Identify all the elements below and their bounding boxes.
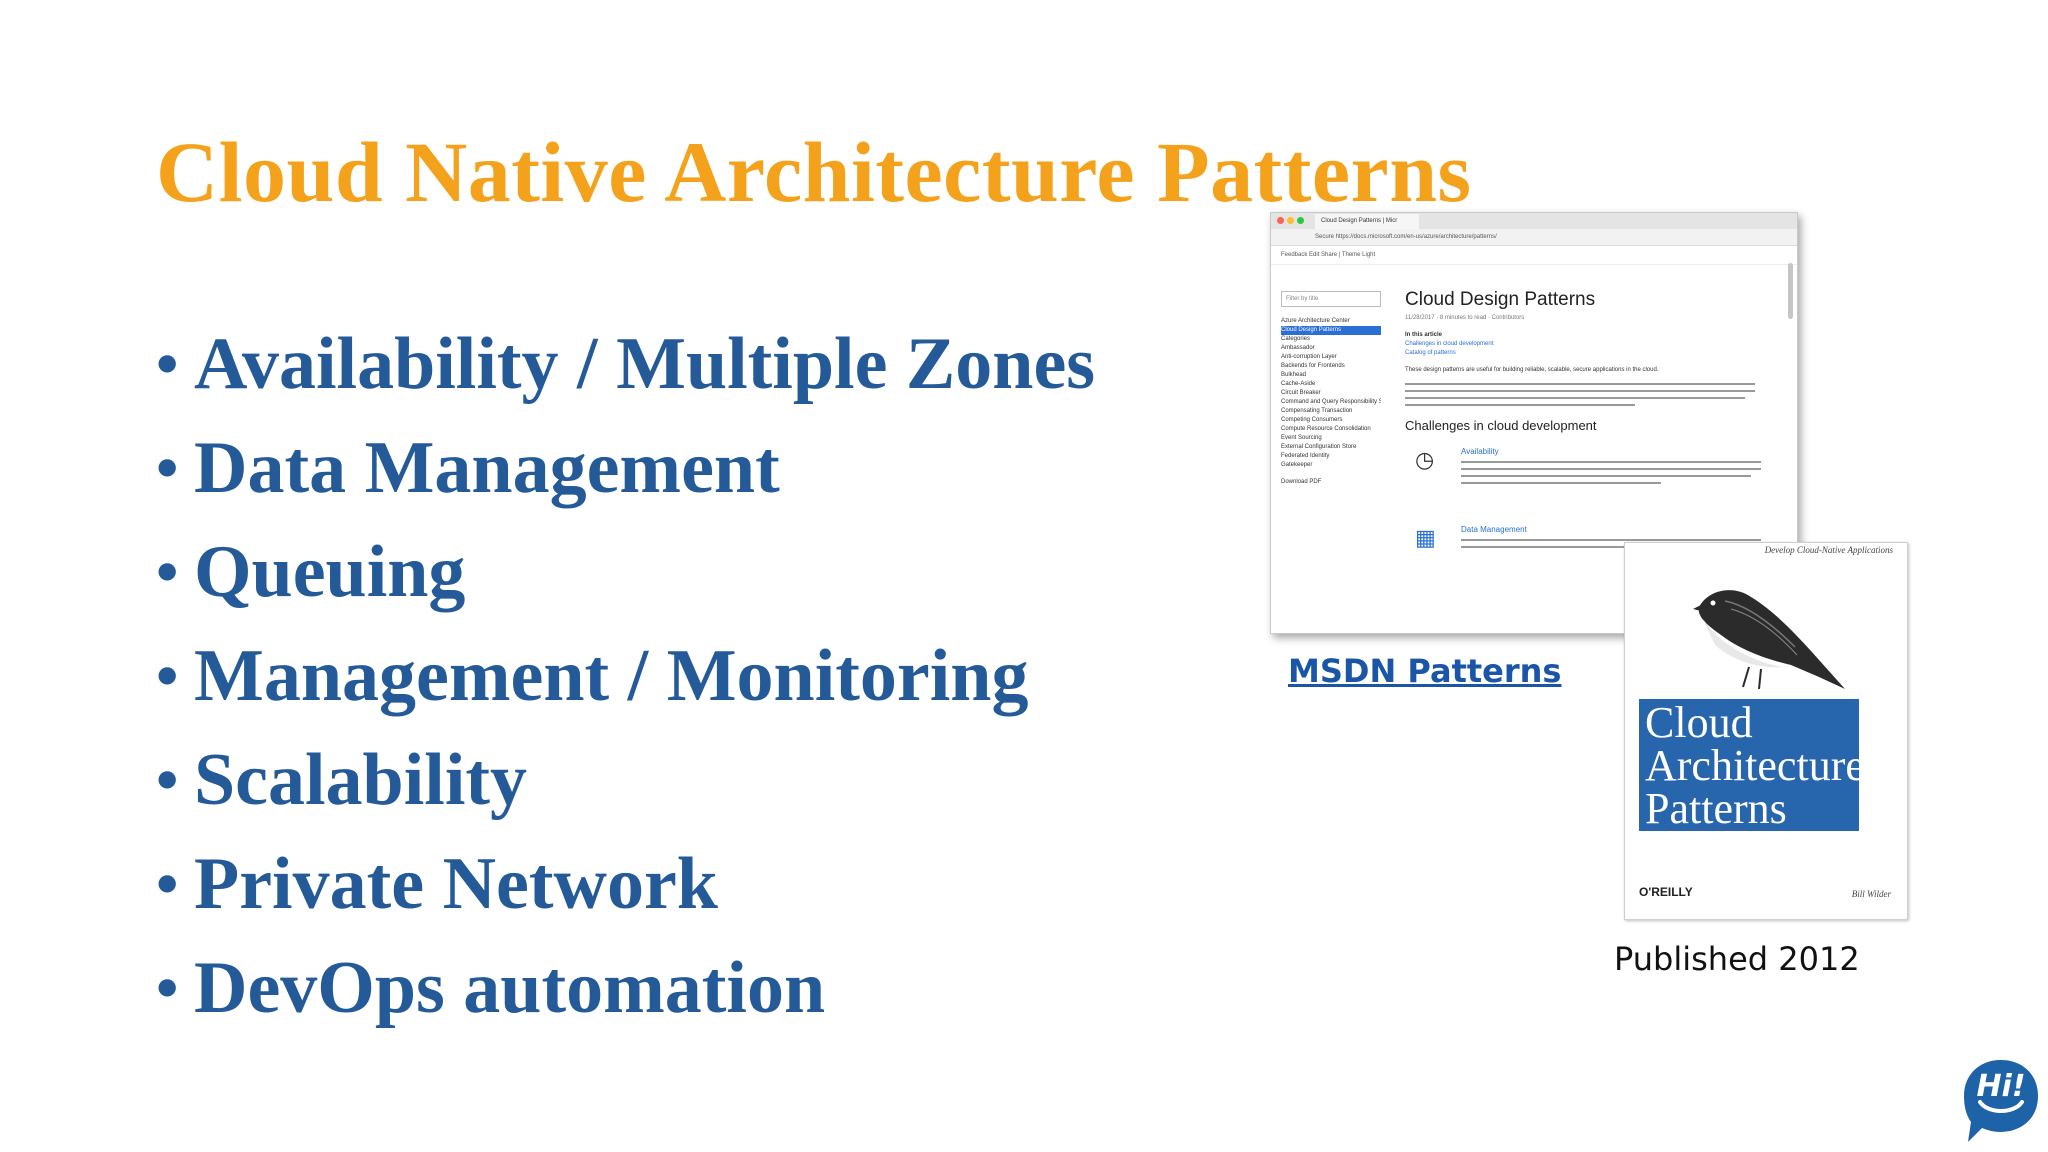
book-cover: Develop Cloud-Native Applications Cloud … (1624, 542, 1908, 920)
pattern-card: ◷ Availability (1405, 441, 1785, 511)
bullet-marker: • (156, 744, 179, 815)
docs-sidebar: Filter by title Azure Architecture Cente… (1281, 291, 1381, 487)
docs-page-title: Cloud Design Patterns (1405, 289, 1596, 310)
bullet-item: •Scalability (156, 728, 1095, 832)
nav-item: Compensating Transaction (1281, 408, 1353, 414)
bullet-text: Queuing (194, 531, 466, 613)
maximize-dot-icon (1297, 217, 1304, 224)
docs-meta: 11/28/2017 · 8 minutes to read · Contrib… (1405, 315, 1525, 321)
nav-item: Anti-corruption Layer (1281, 354, 1337, 360)
close-dot-icon (1277, 217, 1284, 224)
book-subtitle: Develop Cloud-Native Applications (1764, 545, 1893, 555)
msdn-browser-screenshot: Cloud Design Patterns | Micr Secure http… (1270, 212, 1798, 634)
swallow-bird-icon (1693, 590, 1845, 690)
browser-titlebar: Cloud Design Patterns | Micr (1271, 213, 1797, 229)
nav-item: Azure Architecture Center (1281, 318, 1350, 324)
bullet-marker: • (156, 952, 179, 1023)
nav-item: Ambassador (1281, 345, 1315, 351)
nav-item: Bulkhead (1281, 372, 1307, 378)
card-text-lines (1461, 539, 1761, 553)
bullet-text: DevOps automation (194, 947, 826, 1029)
browser-tab: Cloud Design Patterns | Micr (1315, 214, 1419, 229)
bullet-item: •Availability / Multiple Zones (156, 312, 1095, 416)
msdn-patterns-link[interactable]: MSDN Patterns (1288, 652, 1562, 690)
bullet-item: •Private Network (156, 832, 1095, 936)
bullet-marker: • (156, 328, 179, 399)
published-caption: Published 2012 (1614, 940, 1860, 978)
card-title: Data Management (1461, 525, 1527, 534)
browser-address-bar: Secure https://docs.microsoft.com/en-us/… (1271, 229, 1797, 246)
nav-item: Event Sourcing (1281, 435, 1322, 441)
clock-icon: ◷ (1415, 447, 1435, 472)
book-title-band (1639, 699, 1859, 831)
book-author: Bill Wilder (1851, 889, 1891, 899)
nav-item: Competing Consumers (1281, 417, 1343, 423)
bullet-item: •DevOps automation (156, 936, 1095, 1040)
bullet-text: Scalability (194, 739, 528, 821)
hi-speech-bubble-logo: Hi! (1964, 1060, 2038, 1142)
bullet-text: Data Management (194, 427, 780, 509)
browser-scrollbar (1788, 263, 1793, 319)
logo-text: Hi! (1976, 1069, 2025, 1104)
database-icon: ▦ (1415, 525, 1436, 550)
bullet-list: •Availability / Multiple Zones •Data Man… (156, 312, 1095, 1040)
intro-text: These design patterns are useful for bui… (1405, 367, 1659, 373)
bullet-item: •Queuing (156, 520, 1095, 624)
nav-item: Circuit Breaker (1281, 390, 1321, 396)
nav-item: Command and Query Responsibility Segrega… (1281, 399, 1381, 405)
nav-item: External Configuration Store (1281, 444, 1357, 450)
bullet-marker: • (156, 848, 179, 919)
docs-main: Cloud Design Patterns 11/28/2017 · 8 min… (1405, 289, 1785, 589)
minimize-dot-icon (1287, 217, 1294, 224)
intro-paragraph-lines (1405, 383, 1785, 406)
pattern-card: ▦ Data Management (1405, 519, 1785, 589)
bullet-item: •Management / Monitoring (156, 624, 1095, 728)
nav-item: Categories (1281, 336, 1311, 342)
bullet-text: Availability / Multiple Zones (194, 323, 1096, 405)
bullet-marker: • (156, 432, 179, 503)
section-title: Challenges in cloud development (1405, 418, 1597, 433)
bullet-marker: • (156, 536, 179, 607)
nav-item: Federated Identity (1281, 453, 1330, 459)
bullet-text: Management / Monitoring (194, 635, 1029, 717)
bullet-item: •Data Management (156, 416, 1095, 520)
card-text-lines (1461, 461, 1761, 489)
book-title: Cloud Architecture Patterns (1645, 698, 1865, 833)
nav-item: Compute Resource Consolidation (1281, 426, 1371, 432)
docs-toolbar: Feedback Edit Share | Theme Light (1271, 246, 1797, 265)
article-link: Catalog of patterns (1405, 350, 1456, 356)
nav-item: Gatekeeper (1281, 462, 1313, 468)
nav-item: Cloud Design Patterns (1281, 326, 1381, 335)
download-pdf-item: Download PDF (1281, 479, 1322, 485)
card-title: Availability (1461, 447, 1499, 456)
filter-input: Filter by title (1281, 291, 1381, 307)
bullet-text: Private Network (194, 843, 718, 925)
nav-item: Backends for Frontends (1281, 363, 1345, 369)
book-publisher: O'REILLY (1639, 885, 1693, 899)
bullet-marker: • (156, 640, 179, 711)
in-this-article: In this article (1405, 332, 1443, 338)
article-link: Challenges in cloud development (1405, 341, 1494, 347)
nav-item: Cache-Aside (1281, 381, 1316, 387)
slide-title: Cloud Native Architecture Patterns (156, 124, 1472, 220)
